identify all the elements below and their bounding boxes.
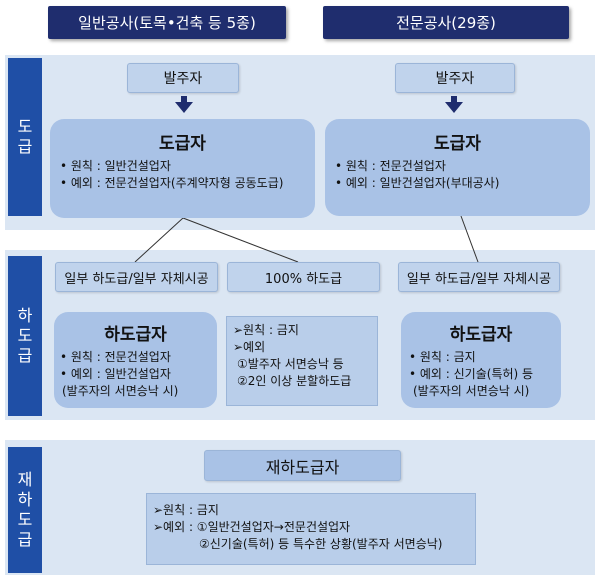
- subcontractor-title: 하도급자: [449, 325, 513, 345]
- subcontractor-card-right: 하도급자 • 원칙 : 금지 • 예외 : 신기술(특허) 등 (발주자의 서면…: [401, 312, 561, 408]
- subcontractor-title: 하도급자: [104, 325, 167, 345]
- option-full-left: 100% 하도급: [227, 262, 380, 292]
- contractor-exception: • 예외 : 전문건설업자(주계약자형 공동도급): [60, 176, 284, 190]
- full-subcontract-box: ➢원칙 : 금지 ➢예외 ①발주자 서면승낙 등 ②2인 이상 분할하도급: [226, 316, 378, 406]
- subcontractor-exception: • 예외 : 신기술(특허) 등: [409, 367, 534, 381]
- option-partial-left: 일부 하도급/일부 자체시공: [55, 262, 218, 292]
- contractor-card-right: 도급자 • 원칙 : 전문건설업자 • 예외 : 일반건설업자(부대공사): [325, 119, 590, 216]
- subcontractor-note: (발주자의 서면승낙 시): [62, 384, 179, 398]
- arrow-stem-left: [181, 96, 187, 102]
- contractor-card-left: 도급자 • 원칙 : 일반건설업자 • 예외 : 전문건설업자(주계약자형 공동…: [50, 119, 315, 218]
- side-char: 급: [17, 137, 33, 156]
- side-char: 하: [17, 306, 33, 325]
- side-char: 도: [17, 326, 33, 345]
- resubcontractor-title: 재하도급자: [204, 450, 401, 481]
- side-char: 급: [17, 530, 33, 549]
- header-specialty-works: 전문공사(29종): [323, 6, 569, 39]
- header-general-works: 일반공사(토목•건축 등 5종): [48, 6, 286, 39]
- subcontractor-exception: • 예외 : 일반건설업자: [60, 367, 171, 381]
- contractor-principle: • 원칙 : 일반건설업자: [60, 159, 171, 173]
- line-left-partial: [134, 217, 184, 263]
- line-left-full: [182, 217, 299, 263]
- contractor-principle: • 원칙 : 전문건설업자: [335, 159, 446, 173]
- side-char: 급: [17, 346, 33, 365]
- arrow-down-right-icon: [445, 102, 463, 113]
- side-label-hadogeup: 하 도 급: [8, 256, 42, 416]
- contractor-title: 도급자: [434, 134, 481, 154]
- side-char: 하: [17, 490, 33, 509]
- resub-exception-1: ➢예외 : ①일반건설업자→전문건설업자: [153, 520, 351, 534]
- side-char: 도: [17, 117, 33, 136]
- side-label-dogeup: 도 급: [8, 58, 42, 216]
- subcontractor-principle: • 원칙 : 전문건설업자: [60, 350, 171, 364]
- full-exception-2: ②2인 이상 분할하도급: [237, 374, 352, 388]
- subcontractor-principle: • 원칙 : 금지: [409, 350, 476, 364]
- full-exception: ➢예외: [233, 340, 266, 354]
- contractor-exception: • 예외 : 일반건설업자(부대공사): [335, 176, 500, 190]
- full-principle: ➢원칙 : 금지: [233, 323, 299, 337]
- side-char: 재: [17, 470, 33, 489]
- side-char: 도: [17, 510, 33, 529]
- resub-exception-2: ②신기술(특허) 등 특수한 상황(발주자 서면승낙): [199, 537, 443, 551]
- contractor-title: 도급자: [159, 134, 206, 154]
- orderer-left: 발주자: [127, 63, 239, 93]
- orderer-right: 발주자: [395, 63, 515, 93]
- subcontractor-note: (발주자의 서면승낙 시): [413, 384, 530, 398]
- resubcontractor-box: ➢원칙 : 금지 ➢예외 : ①일반건설업자→전문건설업자 ②신기술(특허) 등…: [146, 493, 476, 565]
- full-exception-1: ①발주자 서면승낙 등: [237, 357, 344, 371]
- line-right-partial: [460, 215, 479, 263]
- option-partial-right: 일부 하도급/일부 자체시공: [398, 262, 560, 292]
- subcontractor-card-left: 하도급자 • 원칙 : 전문건설업자 • 예외 : 일반건설업자 (발주자의 서…: [54, 312, 217, 408]
- resub-principle: ➢원칙 : 금지: [153, 503, 219, 517]
- side-label-jaehadogeup: 재 하 도 급: [8, 447, 42, 573]
- arrow-down-left-icon: [175, 102, 193, 113]
- arrow-stem-right: [451, 96, 457, 102]
